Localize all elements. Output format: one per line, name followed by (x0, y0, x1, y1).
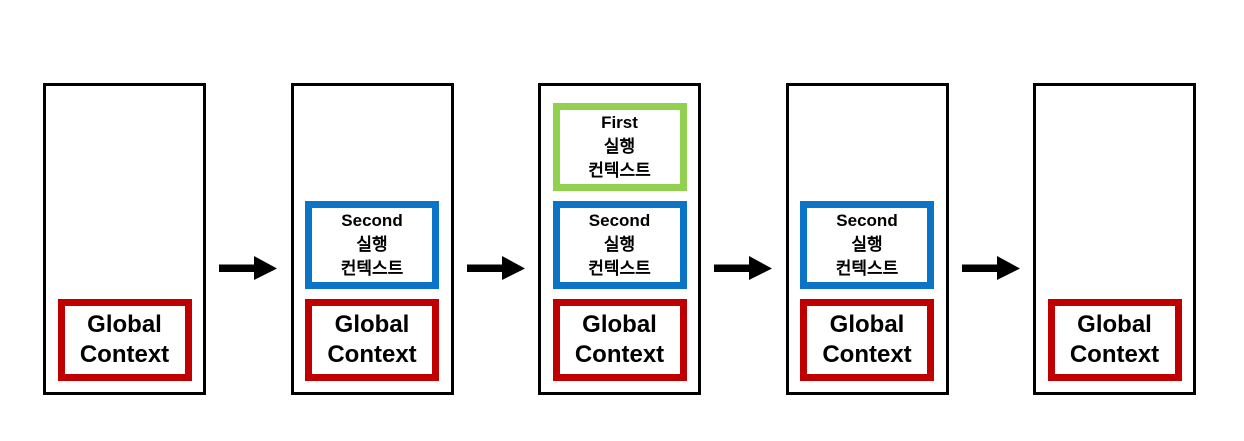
step-arrow-4 (949, 255, 1034, 281)
global-context-box: Global Context (800, 299, 934, 381)
arrow-right-icon (466, 256, 525, 280)
call-stack-panel-1: Global Context (43, 83, 206, 395)
call-stack-panel-5: Global Context (1033, 83, 1196, 395)
arrow-right-icon (219, 256, 278, 280)
global-context-box: Global Context (552, 299, 687, 381)
global-context-box: Global Context (1047, 299, 1182, 381)
call-stack-panel-4: Second 실행 컨텍스트 Global Context (785, 83, 949, 395)
call-stack-panel-3: First 실행 컨텍스트 Second 실행 컨텍스트 Global Cont… (538, 83, 701, 395)
arrow-right-icon (714, 256, 773, 280)
second-execution-context-box: Second 실행 컨텍스트 (305, 201, 439, 289)
stack-sequence: Global Context Second 실행 컨텍스트 Global Con… (43, 83, 1196, 395)
step-arrow-2 (454, 255, 539, 281)
second-execution-context-box: Second 실행 컨텍스트 (552, 201, 687, 289)
second-execution-context-box: Second 실행 컨텍스트 (800, 201, 934, 289)
first-execution-context-box: First 실행 컨텍스트 (552, 103, 687, 191)
global-context-box: Global Context (305, 299, 439, 381)
step-arrow-3 (701, 255, 786, 281)
arrow-right-icon (961, 256, 1020, 280)
step-arrow-1 (206, 255, 291, 281)
global-context-box: Global Context (57, 299, 192, 381)
call-stack-panel-2: Second 실행 컨텍스트 Global Context (290, 83, 454, 395)
